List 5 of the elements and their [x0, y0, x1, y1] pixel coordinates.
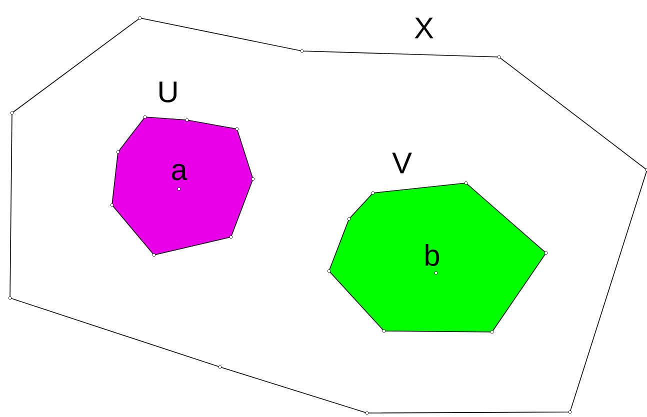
region-label: X: [414, 18, 434, 38]
region-label: U: [160, 82, 176, 102]
region-label: V: [392, 152, 412, 174]
region-label: a: [172, 164, 188, 180]
region-label: b: [426, 244, 440, 266]
